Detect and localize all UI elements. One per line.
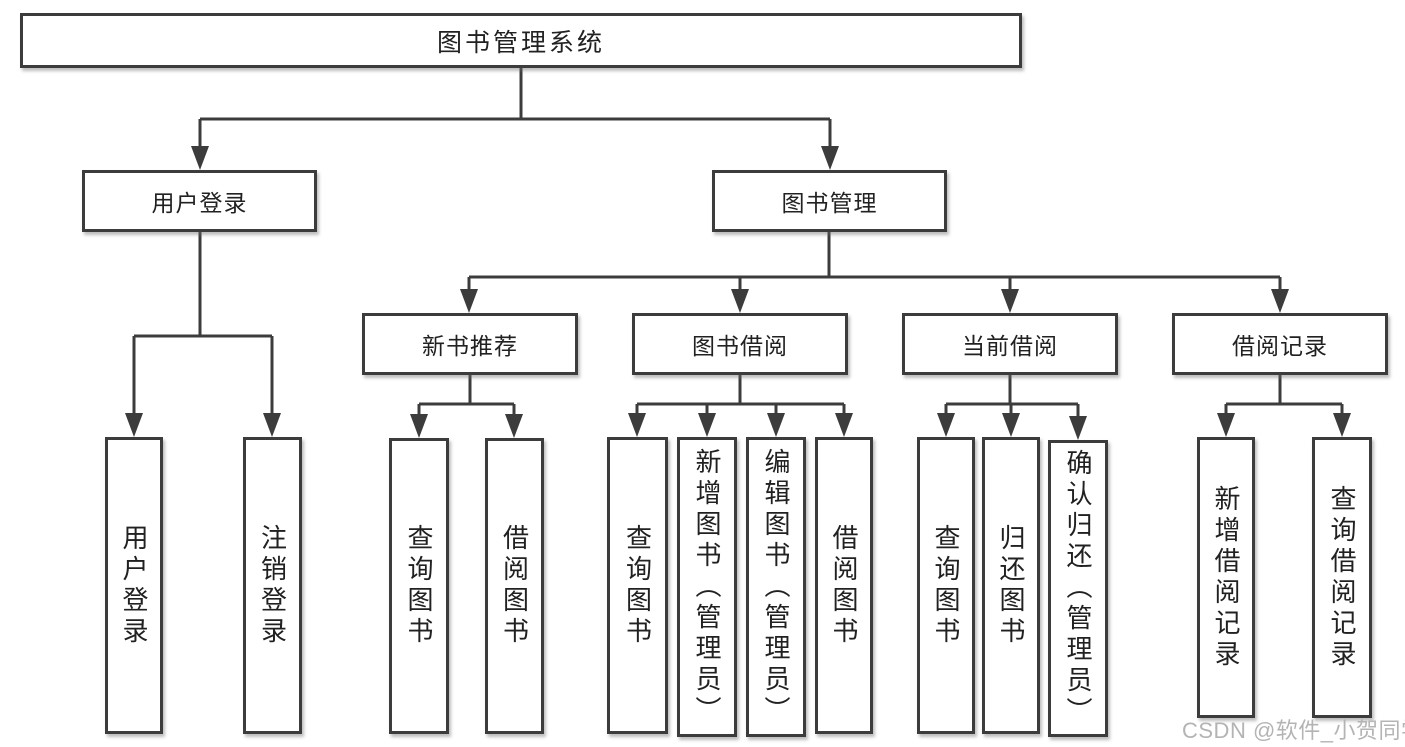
leaf-query-books-2: 查询图书: [607, 437, 668, 734]
leaf-user-login: 用户登录: [105, 437, 163, 734]
leaf-query-borrow-record: 查询借阅记录: [1312, 437, 1372, 718]
node-new-book-recommend-label: 新书推荐: [422, 333, 518, 359]
node-book-borrowing-label: 图书借阅: [692, 333, 788, 359]
leaf-borrow-books-1-label: 借阅图书: [499, 524, 530, 648]
node-book-management: 图书管理: [712, 170, 947, 232]
node-new-book-recommend: 新书推荐: [362, 313, 578, 375]
csdn-watermark: CSDN @软件_小贺同学: [1182, 718, 1405, 743]
leaf-return-books: 归还图书: [982, 437, 1040, 734]
node-user-login: 用户登录: [82, 170, 317, 232]
leaf-query-books-2-label: 查询图书: [622, 523, 653, 648]
leaf-add-borrow-record-label: 新增借阅记录: [1211, 484, 1241, 671]
arrowheads: [125, 146, 1351, 440]
leaf-borrow-books-1: 借阅图书: [485, 438, 544, 734]
leaf-user-login-label: 用户登录: [119, 523, 149, 648]
node-user-login-label: 用户登录: [151, 190, 248, 216]
leaf-add-books-admin-label: 新增图书（管理员）: [692, 447, 722, 727]
leaf-return-books-label: 归还图书: [996, 523, 1026, 648]
connector-newbook-children: [417, 375, 516, 418]
leaf-borrow-books-2-label: 借阅图书: [829, 523, 859, 648]
node-current-borrowing-label: 当前借阅: [962, 333, 1058, 359]
leaf-borrow-books-2: 借阅图书: [815, 437, 873, 734]
leaf-query-borrow-record-label: 查询借阅记录: [1327, 484, 1357, 671]
node-borrowing-records: 借阅记录: [1172, 313, 1388, 375]
connector-bookborrow-children: [635, 375, 846, 417]
leaf-confirm-return-admin-label: 确认归还（管理员）: [1063, 449, 1093, 728]
node-root-label: 图书管理系统: [436, 28, 605, 57]
leaf-query-books-1: 查询图书: [389, 438, 449, 734]
node-book-management-label: 图书管理: [781, 190, 878, 216]
leaf-query-books-3-label: 查询图书: [931, 523, 961, 648]
leaf-query-books-1-label: 查询图书: [404, 524, 434, 648]
leaf-add-books-admin: 新增图书（管理员）: [677, 437, 737, 737]
leaf-logout-label: 注销登录: [257, 523, 288, 648]
node-borrowing-records-label: 借阅记录: [1232, 333, 1328, 359]
leaf-add-borrow-record: 新增借阅记录: [1197, 437, 1255, 718]
connector-bookmgmt-level3: [467, 232, 1282, 292]
node-root: 图书管理系统: [20, 13, 1022, 68]
leaf-query-books-3: 查询图书: [917, 437, 975, 734]
connector-currentborrow-children: [944, 375, 1080, 420]
leaf-confirm-return-admin: 确认归还（管理员）: [1048, 440, 1108, 737]
connector-root-to-level2: [198, 68, 832, 150]
leaf-edit-books-admin-label: 编辑图书（管理员）: [761, 447, 791, 727]
leaf-edit-books-admin: 编辑图书（管理员）: [746, 437, 806, 737]
connector-borrowrecord-children: [1224, 375, 1344, 417]
leaf-logout: 注销登录: [243, 437, 302, 734]
node-book-borrowing: 图书借阅: [632, 313, 848, 375]
connector-userlogin-children: [132, 232, 274, 417]
node-current-borrowing: 当前借阅: [902, 313, 1118, 375]
